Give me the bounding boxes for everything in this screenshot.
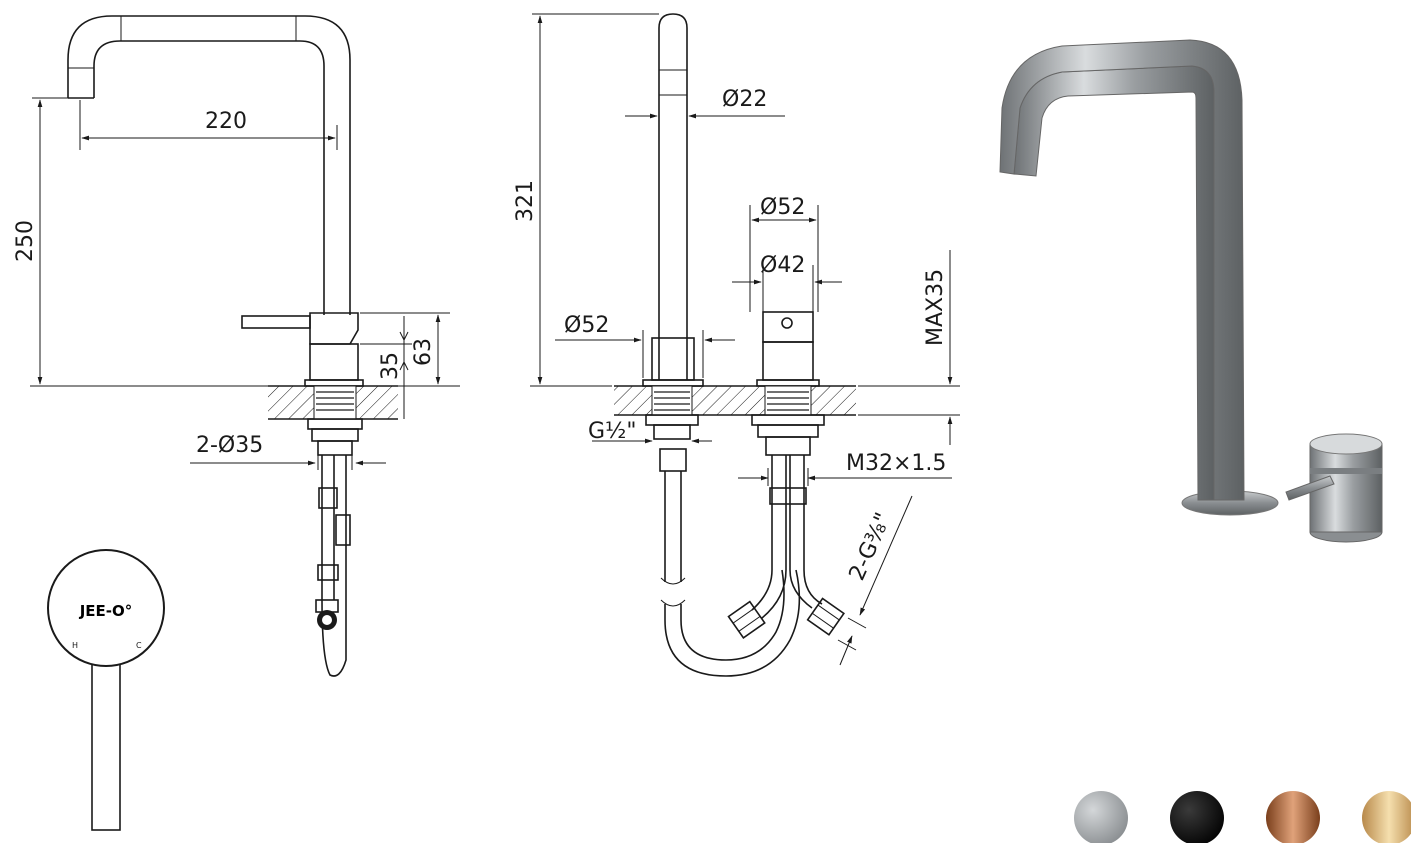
dim-label-52-lever: Ø52 bbox=[760, 195, 805, 220]
spout-tube bbox=[658, 13, 688, 380]
swatch-copper[interactable] bbox=[1266, 791, 1320, 843]
spout-tube-render bbox=[1013, 65, 1215, 501]
lever-cartridge-top bbox=[762, 311, 814, 343]
product-render bbox=[999, 39, 1383, 543]
swatch-brushed-steel[interactable] bbox=[1074, 791, 1128, 843]
side-view: 220 250 63 35 2-Ø35 bbox=[13, 15, 460, 677]
dim-label-220: 220 bbox=[205, 109, 247, 134]
handle-lever bbox=[91, 661, 121, 831]
mixer-base bbox=[304, 379, 364, 387]
dim-label-63: 63 bbox=[411, 338, 436, 366]
dim-label-52-spout: Ø52 bbox=[564, 313, 609, 338]
dim-label-g12: G½" bbox=[588, 419, 637, 444]
dim-label-max35: MAX35 bbox=[923, 269, 948, 346]
dim-label-250: 250 bbox=[13, 220, 38, 262]
front-view: 321 Ø22 Ø52 Ø42 Ø52 MAX35 G½" M32×1.5 2-… bbox=[513, 13, 960, 677]
dim-label-22: Ø22 bbox=[722, 87, 767, 112]
dim-label-g38: 2-G⅜" bbox=[845, 509, 897, 584]
mounting-nut bbox=[307, 418, 363, 430]
dim-label-hole: 2-Ø35 bbox=[196, 433, 263, 458]
countertop-section-front bbox=[614, 386, 856, 415]
swatch-brass[interactable] bbox=[1362, 791, 1411, 843]
finish-swatches bbox=[1074, 791, 1411, 843]
dim-label-321: 321 bbox=[513, 180, 538, 222]
cold-label: C bbox=[136, 641, 142, 650]
mixer-body bbox=[309, 343, 359, 381]
dim-line-g38 bbox=[859, 495, 913, 616]
handle-top-view: JEE-O° H C bbox=[47, 549, 165, 831]
dim-label-42: Ø42 bbox=[760, 253, 805, 278]
dim-label-m32: M32×1.5 bbox=[846, 451, 946, 476]
spout-inner-outline bbox=[93, 40, 325, 315]
swatch-matt-black[interactable] bbox=[1170, 791, 1224, 843]
lever-handle bbox=[241, 315, 311, 329]
spout-outer-outline bbox=[67, 15, 351, 315]
handle-disc bbox=[47, 549, 165, 667]
brand-logo: JEE-O° bbox=[79, 602, 133, 620]
dim-label-35: 35 bbox=[378, 352, 403, 380]
mixer-body-top bbox=[309, 312, 359, 345]
lever-render bbox=[1285, 475, 1335, 501]
hot-label: H bbox=[72, 641, 78, 650]
